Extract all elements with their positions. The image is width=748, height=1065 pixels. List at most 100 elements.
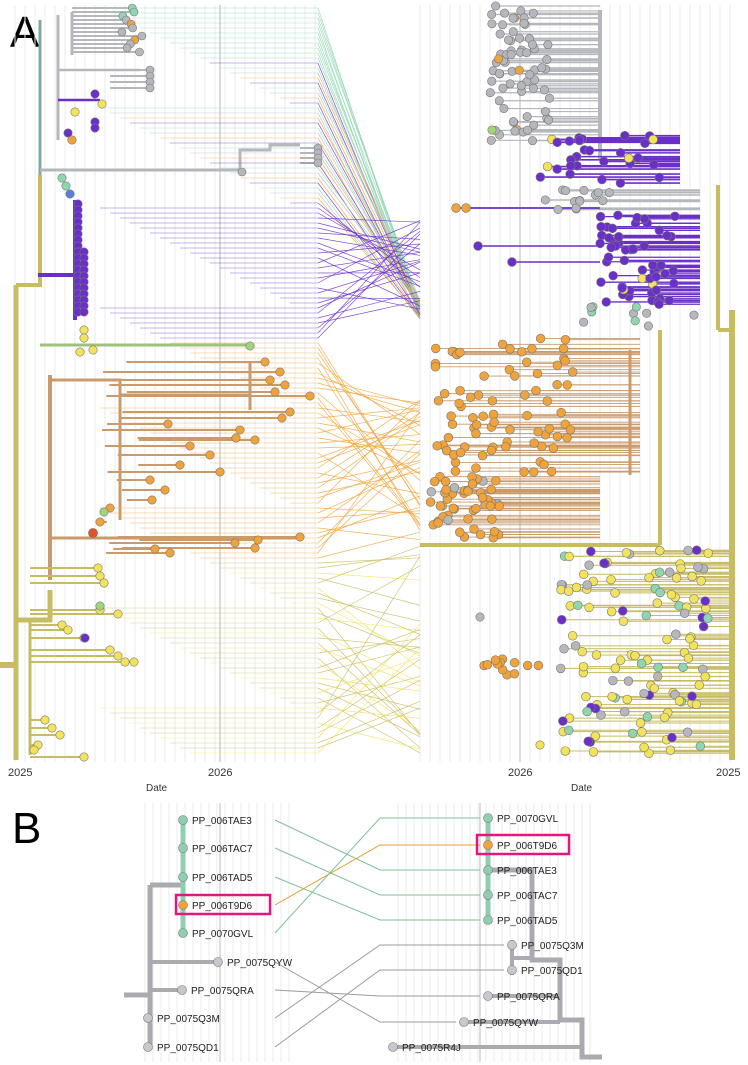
tip-node	[117, 27, 127, 37]
tip-node	[648, 260, 658, 270]
tip-node	[565, 169, 575, 179]
tip-node	[579, 185, 589, 195]
tip-node	[542, 161, 553, 172]
connector-line	[317, 629, 421, 669]
tip-node	[471, 503, 481, 514]
tip-node	[582, 580, 592, 590]
tip-node	[313, 158, 323, 168]
connector-line	[317, 232, 421, 240]
tip-node	[29, 745, 39, 755]
tip-node	[668, 266, 679, 276]
connector-line	[317, 217, 421, 223]
tip-node	[700, 671, 710, 682]
connector-line	[317, 707, 421, 749]
panel-b-connecting-lines	[274, 817, 504, 1048]
tip-node	[487, 19, 497, 29]
tip-node	[655, 545, 665, 556]
tip-node	[477, 451, 488, 461]
tip-node	[433, 518, 443, 528]
tip-node	[215, 467, 225, 477]
connector-line	[317, 679, 421, 734]
tip-node	[491, 476, 501, 486]
tip-node	[230, 538, 240, 548]
tip-node	[483, 991, 493, 1001]
tip-node	[537, 63, 547, 73]
tip-node	[564, 725, 574, 736]
tip-node	[558, 716, 568, 726]
connector-line	[317, 444, 421, 449]
connector-line	[317, 701, 421, 744]
tip-node	[285, 407, 295, 417]
tip-node	[505, 344, 515, 354]
connector-line	[317, 495, 421, 539]
tip-node	[505, 79, 515, 89]
connector-line	[274, 847, 480, 896]
tip-node	[455, 347, 465, 358]
connector-line	[274, 817, 480, 934]
tip-node	[79, 325, 89, 335]
connector-line	[317, 172, 421, 306]
tip-node	[685, 633, 695, 644]
panel-a-connecting-lines	[317, 7, 421, 754]
tip-node	[523, 125, 533, 135]
connector-line	[317, 82, 421, 310]
tip-node	[590, 731, 600, 741]
tip-node	[235, 425, 245, 435]
right-tip-label: PP_0075QYW	[473, 1018, 539, 1029]
tip-node	[623, 676, 634, 686]
connector-line	[317, 220, 421, 264]
connector-line	[317, 427, 421, 474]
tip-node	[540, 107, 550, 117]
tip-node	[57, 173, 67, 183]
tip-node	[128, 23, 137, 33]
connector-line	[317, 592, 421, 635]
tip-node	[664, 567, 675, 577]
tip-node	[692, 545, 702, 555]
connector-line	[317, 407, 421, 423]
tip-node	[451, 203, 461, 213]
tip-node	[565, 425, 576, 435]
connector-line	[317, 634, 421, 714]
tip-node	[577, 646, 587, 657]
tip-node	[606, 606, 617, 617]
tip-node	[449, 483, 460, 493]
tip-node	[213, 957, 223, 967]
left-tip-label: PP_0075Q3M	[157, 1014, 220, 1025]
connector-line	[317, 401, 421, 504]
tip-node	[494, 96, 504, 106]
tip-node	[561, 186, 571, 196]
connector-line	[317, 531, 421, 559]
tip-node	[425, 497, 436, 507]
connector-line	[317, 22, 421, 302]
tip-node	[440, 476, 451, 487]
tip-node	[529, 438, 539, 448]
connector-line	[317, 221, 421, 334]
connector-line	[317, 439, 421, 544]
tip-node	[65, 189, 75, 199]
tip-node	[508, 117, 518, 127]
connector-line	[317, 647, 421, 754]
tip-node	[552, 379, 562, 390]
tip-node	[527, 40, 537, 50]
tip-node	[579, 317, 589, 327]
connector-line	[317, 357, 421, 531]
tip-node	[88, 345, 98, 355]
connector-line	[317, 260, 421, 294]
connector-line	[317, 407, 421, 419]
right-tip-label: PP_006TAE3	[497, 866, 557, 877]
tip-node	[653, 662, 663, 673]
tip-node	[659, 712, 670, 723]
tip-node	[95, 571, 105, 581]
left-tip-label: PP_006TAC7	[192, 844, 253, 855]
tip-node	[519, 467, 529, 477]
tip-node	[559, 644, 569, 654]
tip-node	[527, 344, 537, 354]
tip-node	[606, 242, 616, 253]
connector-line	[317, 411, 421, 554]
tip-node	[694, 680, 704, 690]
tip-node	[231, 433, 241, 443]
connector-line	[317, 197, 421, 318]
connector-line	[274, 969, 504, 1048]
connector-line	[317, 261, 421, 309]
tip-node	[679, 608, 690, 618]
